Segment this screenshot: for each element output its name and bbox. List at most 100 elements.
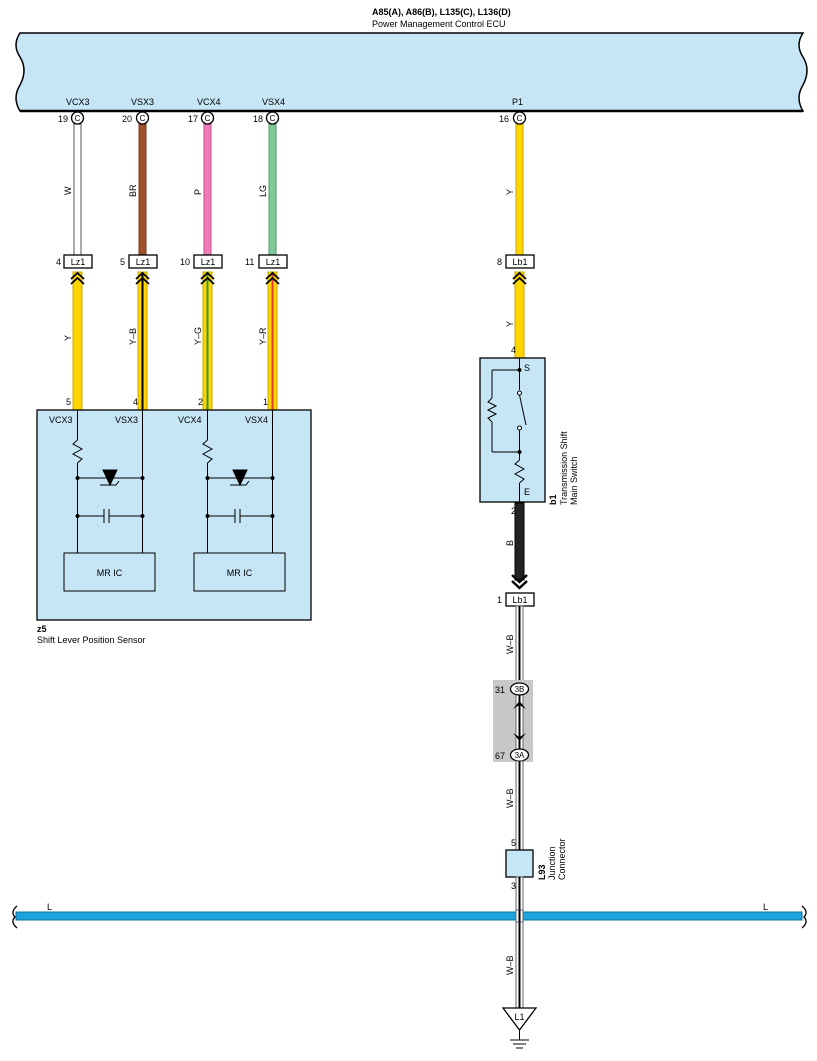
node-dot <box>270 514 275 518</box>
svg-text:17: 17 <box>188 114 198 124</box>
sensor-label-vcx4: VCX4 <box>178 415 202 425</box>
node-dot <box>140 476 145 480</box>
ecu-pin-label-p1: P1 <box>512 97 523 107</box>
ecu-pin-20: C 20 <box>122 111 150 125</box>
mr-ic-2-label: MR IC <box>227 568 253 578</box>
wire-label-y-g: Y–G <box>193 327 203 345</box>
ecu-name: Power Management Control ECU <box>372 19 506 29</box>
switch-pin-2: 2 <box>511 506 516 516</box>
switch-label-e: E <box>524 487 530 497</box>
wire-wb-3-stripe <box>518 877 521 1008</box>
wire-label-lg: LG <box>258 185 268 197</box>
switch-contact <box>517 425 522 431</box>
bus-break-left <box>12 905 18 929</box>
wire-y-r <box>267 271 278 411</box>
junction-lb1-8: Lb1 8 <box>497 254 535 269</box>
svg-text:11: 11 <box>245 257 254 267</box>
node-dot <box>270 476 275 480</box>
l93-line2: Connector <box>557 838 567 880</box>
svg-text:Lz1: Lz1 <box>71 257 86 267</box>
ecu-pin-16: C 16 <box>499 111 527 125</box>
wire-label-y-p1: Y <box>505 189 515 195</box>
wire-label-y-b: Y–B <box>128 328 138 345</box>
wire-w <box>73 123 82 256</box>
wire-label-b: B <box>505 540 515 546</box>
wire-crossing-stripe <box>518 910 521 922</box>
bus-label-right: L <box>763 902 768 912</box>
wire-y-vcx3 <box>72 271 83 411</box>
junction-lz1-11: Lz1 11 <box>245 254 288 269</box>
wire-y-g <box>202 271 213 411</box>
ecu-pin-label-vcx4: VCX4 <box>197 97 221 107</box>
ecu-pin-label-vcx3: VCX3 <box>66 97 90 107</box>
chevron-arrow-icons <box>70 271 527 285</box>
wire-label-y-r: Y–R <box>258 327 268 345</box>
svg-text:19: 19 <box>58 114 68 124</box>
bus-line-l <box>15 911 803 921</box>
connector-3b: 3B 31 <box>495 682 530 696</box>
ecu-codes: A85(A), A86(B), L135(C), L136(D) <box>372 7 511 17</box>
svg-text:10: 10 <box>180 257 190 267</box>
switch-caption: b1 Transmission Shift Main Switch <box>548 431 579 505</box>
svg-text:20: 20 <box>122 114 132 124</box>
wire-label-br: BR <box>128 184 138 197</box>
l93-line1: Junction <box>547 846 557 880</box>
wire-wb-conn-stripe <box>518 690 521 754</box>
switch-name-2: Main Switch <box>569 456 579 505</box>
svg-text:67: 67 <box>495 751 505 761</box>
mr-ic-1-label: MR IC <box>97 568 123 578</box>
ecu-pin-18: C 18 <box>253 111 280 125</box>
switch-body <box>479 357 546 503</box>
ground-label: L1 <box>514 1012 524 1022</box>
junction-lz1-5: Lz1 5 <box>120 254 158 269</box>
wire-y-b <box>137 271 148 411</box>
wire-wb-2-stripe <box>518 761 521 850</box>
junction-lb1-1: Lb1 1 <box>497 592 535 607</box>
sensor-label-vsx3: VSX3 <box>115 415 138 425</box>
sensor-circuit-1 <box>71 410 143 553</box>
node-dot <box>517 368 522 372</box>
ecu-pin-17: C 17 <box>188 111 215 125</box>
sensor-pin-1: 1 <box>263 397 268 407</box>
svg-text:18: 18 <box>253 114 263 124</box>
l93-pin-3: 3 <box>511 881 516 891</box>
svg-text:Lz1: Lz1 <box>201 257 216 267</box>
wire-label-y-lb1: Y <box>505 321 515 327</box>
node-dot <box>205 514 210 518</box>
svg-text:4: 4 <box>56 257 61 267</box>
chevron-down-icons <box>511 574 528 590</box>
wire-wb-1-stripe <box>518 606 521 684</box>
sensor-label-vcx3: VCX3 <box>49 415 73 425</box>
svg-text:5: 5 <box>120 257 125 267</box>
connector-arrows-icon <box>513 701 526 741</box>
wire-b <box>514 502 525 581</box>
l93-caption: L93 Junction Connector <box>537 838 567 880</box>
node-dot <box>75 476 80 480</box>
switch-pin-4: 4 <box>511 345 516 355</box>
bus-break-right <box>801 905 807 929</box>
wire-label-y: Y <box>63 335 73 341</box>
sensor-id: z5 <box>37 624 47 634</box>
svg-text:16: 16 <box>499 114 509 124</box>
wire-lg <box>268 123 277 256</box>
wire-label-wb-2: W–B <box>505 788 515 808</box>
svg-text:C: C <box>517 114 523 123</box>
svg-text:3B: 3B <box>515 685 525 694</box>
wire-p <box>203 123 212 256</box>
switch-name-1: Transmission Shift <box>559 431 569 505</box>
svg-text:Lb1: Lb1 <box>512 595 527 605</box>
switch-id: b1 <box>548 494 558 505</box>
l93-pin-5: 5 <box>511 838 516 848</box>
ground-icon: L1 <box>501 1007 538 1049</box>
wire-label-wb-1: W–B <box>505 634 515 654</box>
svg-text:C: C <box>75 114 81 123</box>
wire-y-lb1 <box>514 271 525 361</box>
sensor-pin-5: 5 <box>66 397 71 407</box>
sensor-circuit-2 <box>201 410 273 553</box>
ecu-pin-19: C 19 <box>58 111 85 125</box>
svg-text:3A: 3A <box>515 751 525 760</box>
wire-label-wb-3: W–B <box>505 955 515 975</box>
switch-circuit <box>486 358 527 502</box>
mr-ic-1 <box>63 552 156 592</box>
